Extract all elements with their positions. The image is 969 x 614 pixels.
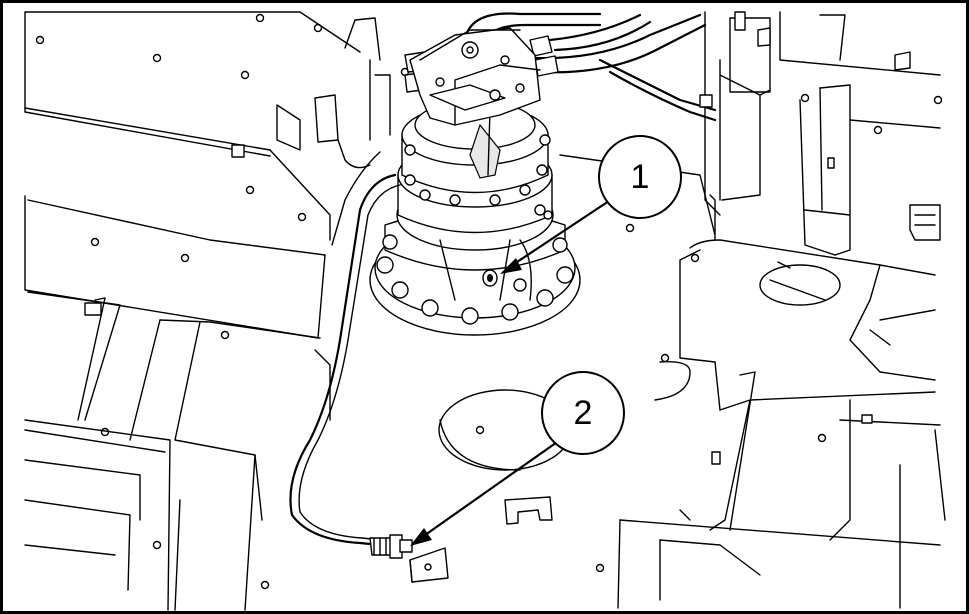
callout-1: 1 xyxy=(598,135,682,219)
swing-motor xyxy=(369,27,581,336)
left-frame-plate xyxy=(24,11,361,611)
callout-1-number: 1 xyxy=(631,158,650,196)
callout-2-circle xyxy=(541,371,625,455)
technical-illustration: 1 2 xyxy=(24,11,946,611)
flange-bolts xyxy=(376,134,574,325)
plate-holes xyxy=(35,13,943,590)
right-bracket xyxy=(734,11,941,241)
right-frame xyxy=(617,11,946,609)
callout-2-number: 2 xyxy=(574,394,593,432)
drain-line xyxy=(289,173,413,559)
u-bracket xyxy=(504,496,553,525)
callout-1-circle xyxy=(598,135,682,219)
top-left-brackets xyxy=(231,17,391,169)
drain-bracket xyxy=(409,547,449,583)
callout-2: 2 xyxy=(541,371,625,455)
callout-leaders xyxy=(410,193,620,546)
right-plate-cutout xyxy=(759,261,841,306)
